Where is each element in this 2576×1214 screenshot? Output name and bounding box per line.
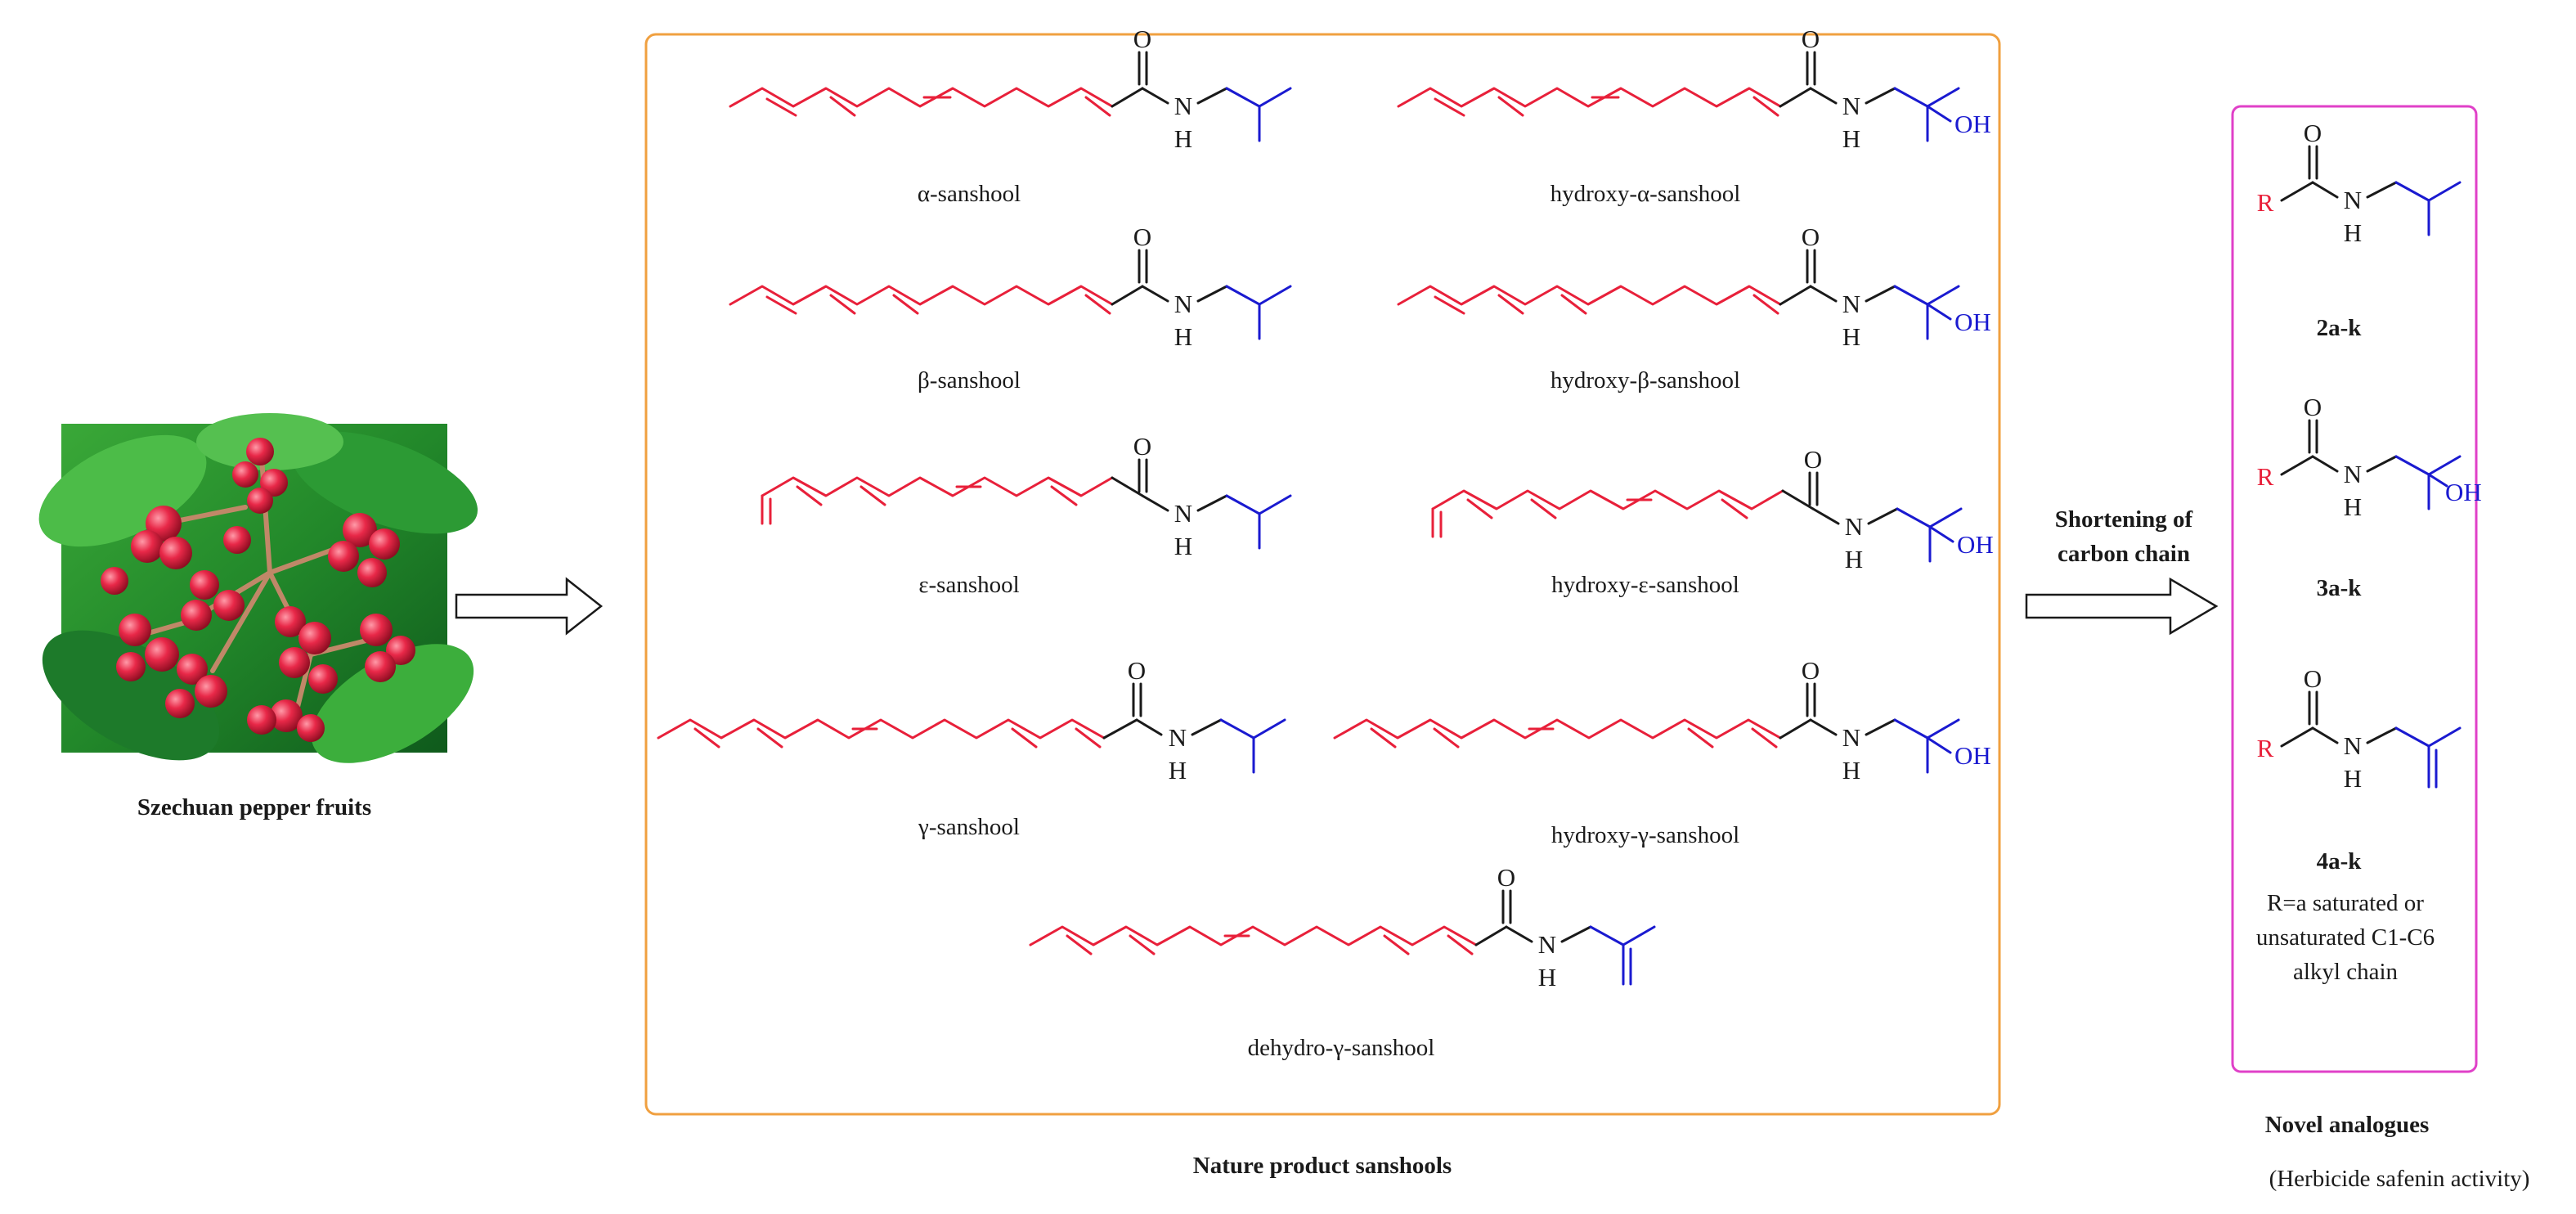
svg-text:N: N bbox=[1842, 290, 1860, 318]
svg-text:O: O bbox=[1128, 656, 1146, 685]
hydroxy-epsilon-sanshool-label: hydroxy-ε-sanshool bbox=[1551, 572, 1739, 598]
hydroxy-epsilon-sanshool-structure: O N H OH bbox=[1431, 445, 1994, 573]
svg-text:H: H bbox=[1169, 756, 1187, 785]
svg-text:N: N bbox=[2344, 460, 2362, 488]
natural-products-box bbox=[644, 33, 2001, 1116]
svg-text:OH: OH bbox=[1954, 741, 1991, 770]
svg-text:O: O bbox=[1802, 223, 1820, 251]
gamma-sanshool-structure: O N H bbox=[657, 656, 1286, 785]
svg-text:N: N bbox=[2344, 731, 2362, 760]
svg-text:H: H bbox=[1538, 963, 1556, 991]
svg-text:R: R bbox=[2257, 734, 2274, 762]
hydroxy-gamma-sanshool-structure: O N H OH bbox=[1333, 656, 1991, 785]
natural-group-caption: Nature product sanshools bbox=[1193, 1153, 1452, 1179]
svg-text:N: N bbox=[1845, 512, 1863, 541]
epsilon-sanshool-structure: O N H bbox=[761, 432, 1292, 560]
r-definition-line2: unsaturated C1-C6 bbox=[2256, 924, 2435, 951]
svg-text:O: O bbox=[2304, 393, 2322, 421]
alpha-sanshool-structure: O N H bbox=[729, 25, 1292, 153]
analogue-2-code: 2a-k bbox=[2317, 315, 2363, 341]
svg-text:N: N bbox=[1174, 499, 1192, 528]
svg-text:H: H bbox=[1842, 124, 1860, 153]
dehydro-gamma-sanshool-label: dehydro-γ-sanshool bbox=[1248, 1035, 1435, 1061]
analogue-4-structure: R O N H bbox=[2257, 664, 2462, 793]
epsilon-sanshool-label: ε-sanshool bbox=[918, 572, 1019, 598]
svg-text:OH: OH bbox=[1957, 530, 1994, 559]
svg-text:H: H bbox=[1845, 545, 1863, 573]
svg-text:R: R bbox=[2257, 188, 2274, 217]
berry-cluster bbox=[101, 438, 415, 742]
step-label-line1: Shortening of bbox=[2055, 506, 2193, 533]
hydroxy-beta-sanshool-structure: O N H OH bbox=[1397, 223, 1991, 351]
svg-text:H: H bbox=[1842, 322, 1860, 351]
dehydro-gamma-sanshool-structure: O N H bbox=[1029, 863, 1656, 991]
svg-text:O: O bbox=[1133, 432, 1151, 461]
svg-text:R: R bbox=[2257, 462, 2274, 491]
hydroxy-beta-sanshool-label: hydroxy-β-sanshool bbox=[1551, 367, 1740, 393]
svg-text:N: N bbox=[1174, 290, 1192, 318]
photo-caption: Szechuan pepper fruits bbox=[137, 794, 371, 821]
pepper-photo bbox=[38, 413, 478, 763]
svg-text:N: N bbox=[1842, 92, 1860, 120]
arrow-to-analogues bbox=[2025, 577, 2219, 636]
gamma-sanshool-label: γ-sanshool bbox=[918, 814, 1020, 840]
svg-text:H: H bbox=[1842, 756, 1860, 785]
arrow-to-sanshools bbox=[455, 577, 604, 636]
svg-text:N: N bbox=[1842, 723, 1860, 752]
svg-text:H: H bbox=[1174, 124, 1192, 153]
svg-text:O: O bbox=[2304, 664, 2322, 693]
svg-text:O: O bbox=[1804, 445, 1822, 474]
svg-text:H: H bbox=[2344, 764, 2362, 793]
svg-text:O: O bbox=[1133, 223, 1151, 251]
svg-text:N: N bbox=[2344, 186, 2362, 214]
svg-text:N: N bbox=[1169, 723, 1187, 752]
svg-text:O: O bbox=[1802, 25, 1820, 53]
beta-sanshool-structure: O N H bbox=[729, 223, 1292, 351]
svg-text:N: N bbox=[1538, 930, 1556, 959]
r-definition-line3: alkyl chain bbox=[2293, 959, 2399, 985]
hydroxy-gamma-sanshool-label: hydroxy-γ-sanshool bbox=[1551, 822, 1739, 848]
svg-text:O: O bbox=[1802, 656, 1820, 685]
hydroxy-alpha-sanshool-structure: O N H OH bbox=[1397, 25, 1991, 153]
svg-text:H: H bbox=[1174, 322, 1192, 351]
svg-text:O: O bbox=[2304, 119, 2322, 147]
novel-analogues-note: (Herbicide safenin activity) bbox=[2269, 1166, 2530, 1192]
svg-text:H: H bbox=[2344, 492, 2362, 521]
svg-text:H: H bbox=[2344, 218, 2362, 247]
svg-text:N: N bbox=[1174, 92, 1192, 120]
svg-text:OH: OH bbox=[1954, 308, 1991, 336]
svg-text:OH: OH bbox=[2445, 478, 2482, 506]
novel-analogues-box bbox=[2231, 105, 2478, 1073]
r-definition-line1: R=a saturated or bbox=[2267, 890, 2424, 916]
beta-sanshool-label: β-sanshool bbox=[918, 367, 1021, 393]
svg-text:O: O bbox=[1497, 863, 1515, 892]
analogue-3-code: 3a-k bbox=[2317, 575, 2363, 601]
analogue-3-structure: R O N H OH bbox=[2257, 393, 2482, 521]
svg-text:O: O bbox=[1133, 25, 1151, 53]
novel-analogues-title: Novel analogues bbox=[2265, 1112, 2430, 1138]
svg-text:OH: OH bbox=[1954, 110, 1991, 138]
hydroxy-alpha-sanshool-label: hydroxy-α-sanshool bbox=[1551, 181, 1741, 207]
svg-text:H: H bbox=[1174, 532, 1192, 560]
analogue-4-code: 4a-k bbox=[2317, 848, 2363, 875]
alpha-sanshool-label: α-sanshool bbox=[918, 181, 1021, 207]
analogue-2-structure: R O N H bbox=[2257, 119, 2462, 247]
step-label-line2: carbon chain bbox=[2058, 541, 2190, 567]
